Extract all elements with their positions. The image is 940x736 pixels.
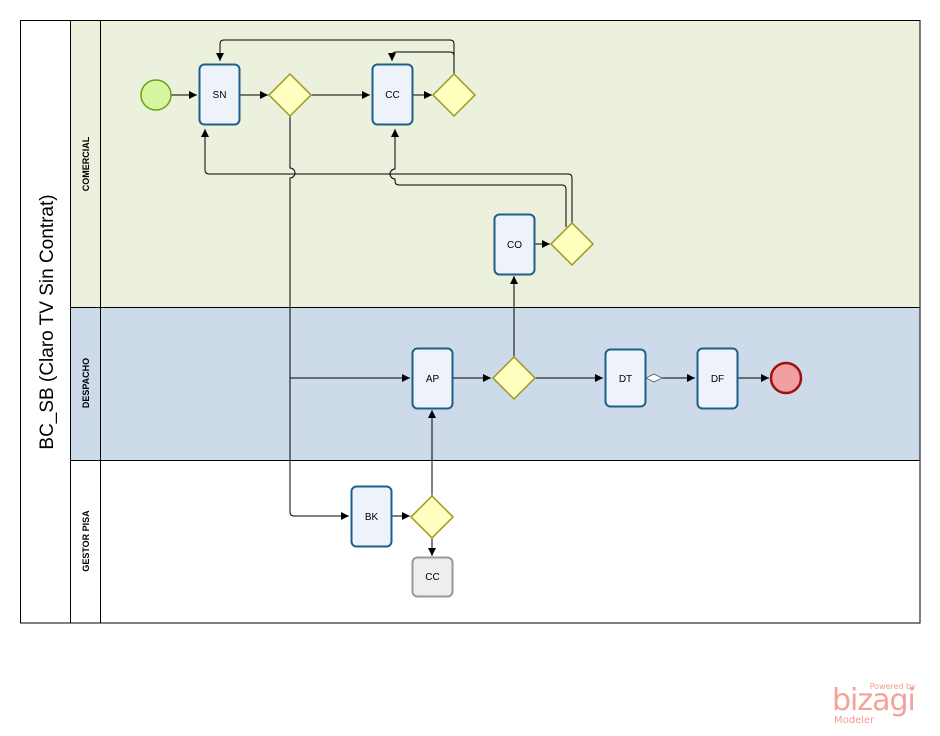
modeler-label: Modeler bbox=[834, 715, 875, 726]
gateway-after-cc[interactable] bbox=[431, 72, 477, 118]
lane-title-comercial: COMERCIAL bbox=[81, 136, 91, 191]
pool-frame bbox=[20, 20, 921, 624]
task-bk[interactable]: BK bbox=[350, 485, 393, 548]
start-event[interactable] bbox=[140, 79, 172, 111]
task-cc[interactable]: CC bbox=[371, 63, 414, 126]
task-ap-label: AP bbox=[426, 374, 440, 385]
task-sn-label: SN bbox=[213, 90, 227, 101]
flow-gwco-sn bbox=[201, 129, 573, 223]
task-bk-label: BK bbox=[365, 512, 379, 523]
lane-title-despacho: DESPACHO bbox=[81, 358, 91, 408]
task-cc-gestor-label: CC bbox=[425, 572, 439, 583]
gateway-after-sn[interactable] bbox=[267, 72, 313, 118]
task-cc-label: CC bbox=[385, 90, 399, 101]
bizagi-logo: bizagi bbox=[832, 683, 916, 718]
powered-by-label: Powered by bbox=[869, 682, 916, 691]
flow-gw1-down bbox=[289, 116, 349, 520]
flow-gw2-cc bbox=[388, 51, 455, 74]
task-dt[interactable]: DT bbox=[604, 348, 647, 408]
task-cc-gestor[interactable]: CC bbox=[411, 556, 454, 598]
conditional-flow-marker bbox=[645, 373, 663, 383]
task-sn[interactable]: SN bbox=[198, 63, 241, 126]
gateways bbox=[267, 72, 595, 540]
end-event[interactable] bbox=[769, 361, 803, 395]
connectors bbox=[171, 39, 769, 556]
pool-title: BC_SB (Claro TV Sin Contrat) bbox=[37, 194, 58, 449]
gateway-after-ap[interactable] bbox=[491, 355, 537, 401]
gateway-after-bk[interactable] bbox=[409, 494, 455, 540]
task-df[interactable]: DF bbox=[696, 347, 739, 410]
flow-gw2-sn bbox=[216, 39, 455, 74]
lane-title-gestor: GESTOR PISA bbox=[81, 510, 91, 572]
flow-gwco-cc bbox=[389, 129, 567, 227]
task-df-label: DF bbox=[711, 374, 724, 385]
gateway-after-co[interactable] bbox=[549, 221, 595, 267]
lane-gestor-bg bbox=[71, 460, 920, 623]
task-co[interactable]: CO bbox=[493, 213, 536, 276]
task-co-label: CO bbox=[507, 240, 522, 251]
task-ap[interactable]: AP bbox=[411, 347, 454, 410]
task-dt-label: DT bbox=[619, 374, 632, 385]
bizagi-brand: Powered by bizagi Modeler bbox=[832, 682, 922, 728]
